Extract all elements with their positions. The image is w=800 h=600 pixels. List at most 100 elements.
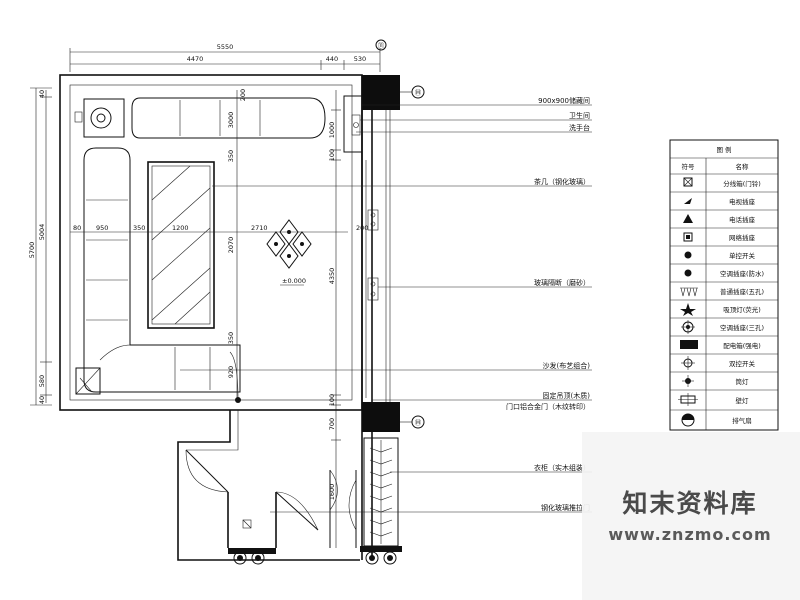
callout-wardrobe: 衣柜（实木组装）	[534, 463, 590, 472]
legend-table: 图 例 符号 名称 分线箱(门铃) 电视插座 电话插座 网络插座	[669, 139, 779, 431]
grid-label-right-lower: Ⓜ	[415, 419, 422, 427]
callout-leaders	[180, 104, 592, 513]
callout-sink: 洗手台	[569, 123, 590, 132]
dim-top-right: 530	[354, 55, 366, 63]
legend-item-label: 排气扇	[732, 416, 752, 425]
dim-left-total: 5700	[28, 242, 36, 259]
entry-doors	[185, 449, 357, 548]
dim-top-total: 5550	[217, 43, 234, 51]
legend-item-label: 网络插座	[729, 233, 756, 242]
legend-row: 电话插座	[670, 214, 778, 229]
legend-item-label: 单控开关	[729, 251, 756, 260]
callout-sliding-door: 钢化玻璃推拉门	[541, 503, 590, 512]
ceiling-light-cluster: ±0.000	[266, 219, 312, 286]
dim-table-width: 2070	[227, 237, 235, 254]
callout-partition: 玻璃隔断（磨砂）	[534, 278, 590, 287]
grid-markers-right: Ⓜ Ⓜ	[400, 85, 425, 429]
ac-outlet-icon	[684, 269, 692, 277]
legend-item-label: 吸顶灯(荧光)	[723, 305, 761, 314]
ceiling-light-icon	[680, 303, 696, 316]
exhaust-fan-icon	[681, 413, 695, 427]
structural-column-top	[362, 75, 400, 110]
dim-mark-top: 200	[239, 89, 247, 101]
structural-column-bottom	[362, 402, 400, 432]
dim-gap-left: 350	[133, 224, 145, 232]
top-dimension-chain: 5550 4470 440 530 ⑪	[69, 39, 387, 72]
box-x-icon	[683, 177, 693, 187]
legend-row: 双控开关	[670, 356, 778, 373]
bottom-markers	[228, 546, 402, 565]
dim-mark-door: 920	[227, 366, 235, 378]
watermark-url: www.znzmo.com	[608, 525, 771, 544]
wall-light-icon	[678, 393, 698, 406]
partition-fixtures	[367, 209, 379, 301]
legend-row: 排气扇	[681, 413, 752, 427]
callout-storage: 900x900储藏间	[538, 96, 590, 105]
ac-three-icon	[681, 320, 695, 334]
single-switch-icon	[684, 251, 692, 259]
dim-table-len: 1200	[172, 224, 189, 232]
dim-left-bottom-a: 580	[38, 375, 46, 387]
legend-row: 普通插座(五孔)	[670, 287, 778, 301]
panel-box-icon	[680, 340, 698, 349]
legend-item-label: 空调插座(防水)	[720, 269, 764, 278]
coffee-table	[147, 161, 215, 329]
legend-row: 空调插座(三孔)	[670, 320, 778, 337]
legend-item-label: 筒灯	[736, 377, 750, 386]
grid-circle-top	[375, 39, 387, 51]
legend-row: 筒灯	[670, 375, 778, 391]
legend-row: 电视插座	[670, 197, 778, 211]
interior-dimensions: 80 950 350 1200 2710 200 200 3000 350 20…	[70, 89, 368, 403]
legend-title: 图 例	[716, 145, 731, 154]
legend-item-label: 空调插座(三孔)	[720, 323, 764, 332]
legend-row: 单控开关	[670, 251, 778, 265]
dim-top-left: 4470	[187, 55, 204, 63]
watermark-brand: 知末资料库	[622, 489, 757, 518]
legend-item-label: 普通插座(五孔)	[720, 287, 764, 296]
dim-mark-left: 80	[73, 224, 81, 232]
dim-sofa-len: 3000	[227, 112, 235, 129]
legend-item-label: 壁灯	[736, 396, 750, 405]
watermark: 知末资料库 www.znzmo.com	[582, 432, 800, 600]
legend-item-label: 电视插座	[729, 197, 756, 206]
room-walls	[59, 74, 391, 561]
downlight-icon	[682, 375, 694, 387]
callout-labels: 900x900储藏间 卫生间 洗手台 茶几（钢化玻璃） 玻璃隔断（磨砂） 沙发(…	[506, 96, 590, 512]
dim-gap-bottom: 350	[227, 332, 235, 344]
dim-mark-right: 200	[356, 224, 368, 232]
left-dimension-chain: 5700 5004 40 580 40	[28, 87, 52, 406]
top-sofa	[131, 97, 326, 139]
legend-row: 配电箱(强电)	[670, 340, 778, 355]
legend-row: 吸顶灯(荧光)	[670, 303, 778, 319]
grid-label-right-upper: Ⓜ	[415, 89, 422, 97]
dim-top-mid: 440	[326, 55, 338, 63]
dim-right-bot-a: 100	[328, 394, 336, 406]
tv-outlet-icon	[684, 198, 692, 204]
callout-coffee-table: 茶几（钢化玻璃）	[534, 177, 590, 186]
dim-gap-top: 350	[227, 150, 235, 162]
dim-left-top: 40	[38, 90, 46, 98]
dim-right-mid: 4350	[328, 268, 336, 285]
callout-bathroom: 卫生间	[569, 111, 590, 120]
dim-center-run: 2710	[251, 224, 268, 232]
callout-ceiling: 固定吊顶(木质)	[543, 391, 591, 400]
ceiling-height-label: ±0.000	[282, 277, 306, 285]
legend-row: 壁灯	[670, 393, 778, 411]
dim-left-inner: 5004	[38, 224, 46, 241]
legend-item-label: 电话插座	[729, 215, 756, 224]
dim-left-bottom-b: 40	[38, 396, 46, 404]
dim-right-bot-b: 700	[328, 418, 336, 430]
legend-item-label: 分线箱(门铃)	[723, 179, 761, 188]
legend-item-label: 配电箱(强电)	[723, 341, 761, 350]
right-dimension-chain: 1000 100 4350 100 700 1600	[328, 90, 341, 548]
legend-col-symbol: 符号	[682, 162, 696, 171]
legend-item-label: 双控开关	[729, 359, 756, 368]
legend-col-name: 名称	[736, 162, 750, 171]
phone-outlet-icon	[683, 214, 693, 223]
outlet-strip-icon	[680, 287, 698, 297]
left-l-sofa	[75, 147, 241, 395]
dim-right-top-b: 100	[328, 149, 336, 161]
legend-row: 空调插座(防水)	[670, 269, 778, 283]
corner-fixture	[74, 98, 125, 138]
